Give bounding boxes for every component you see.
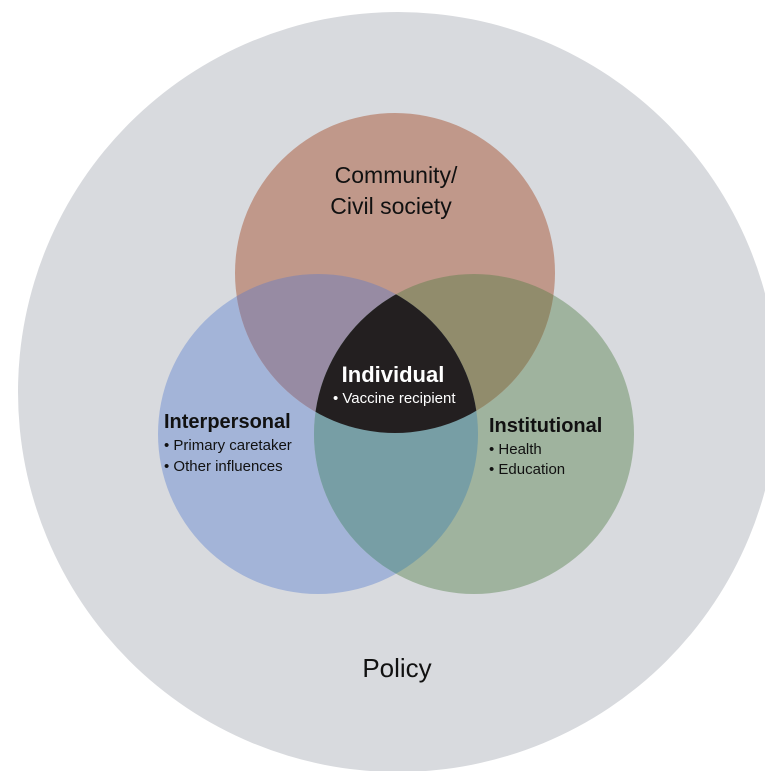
institutional-title: Institutional	[489, 415, 602, 437]
individual-region	[314, 274, 478, 433]
institutional-bullet-1: • Health	[489, 441, 542, 458]
individual-bullet: • Vaccine recipient	[333, 390, 456, 407]
policy-label: Policy	[362, 653, 431, 683]
institutional-bullet-2: • Education	[489, 461, 565, 478]
interpersonal-bullet-1: • Primary caretaker	[164, 437, 292, 454]
community-title-line1: Community/	[335, 162, 458, 188]
interpersonal-bullet-2: • Other influences	[164, 458, 283, 475]
community-title-line2: Civil society	[330, 193, 452, 219]
interpersonal-title: Interpersonal	[164, 411, 291, 433]
individual-title: Individual	[342, 362, 445, 387]
